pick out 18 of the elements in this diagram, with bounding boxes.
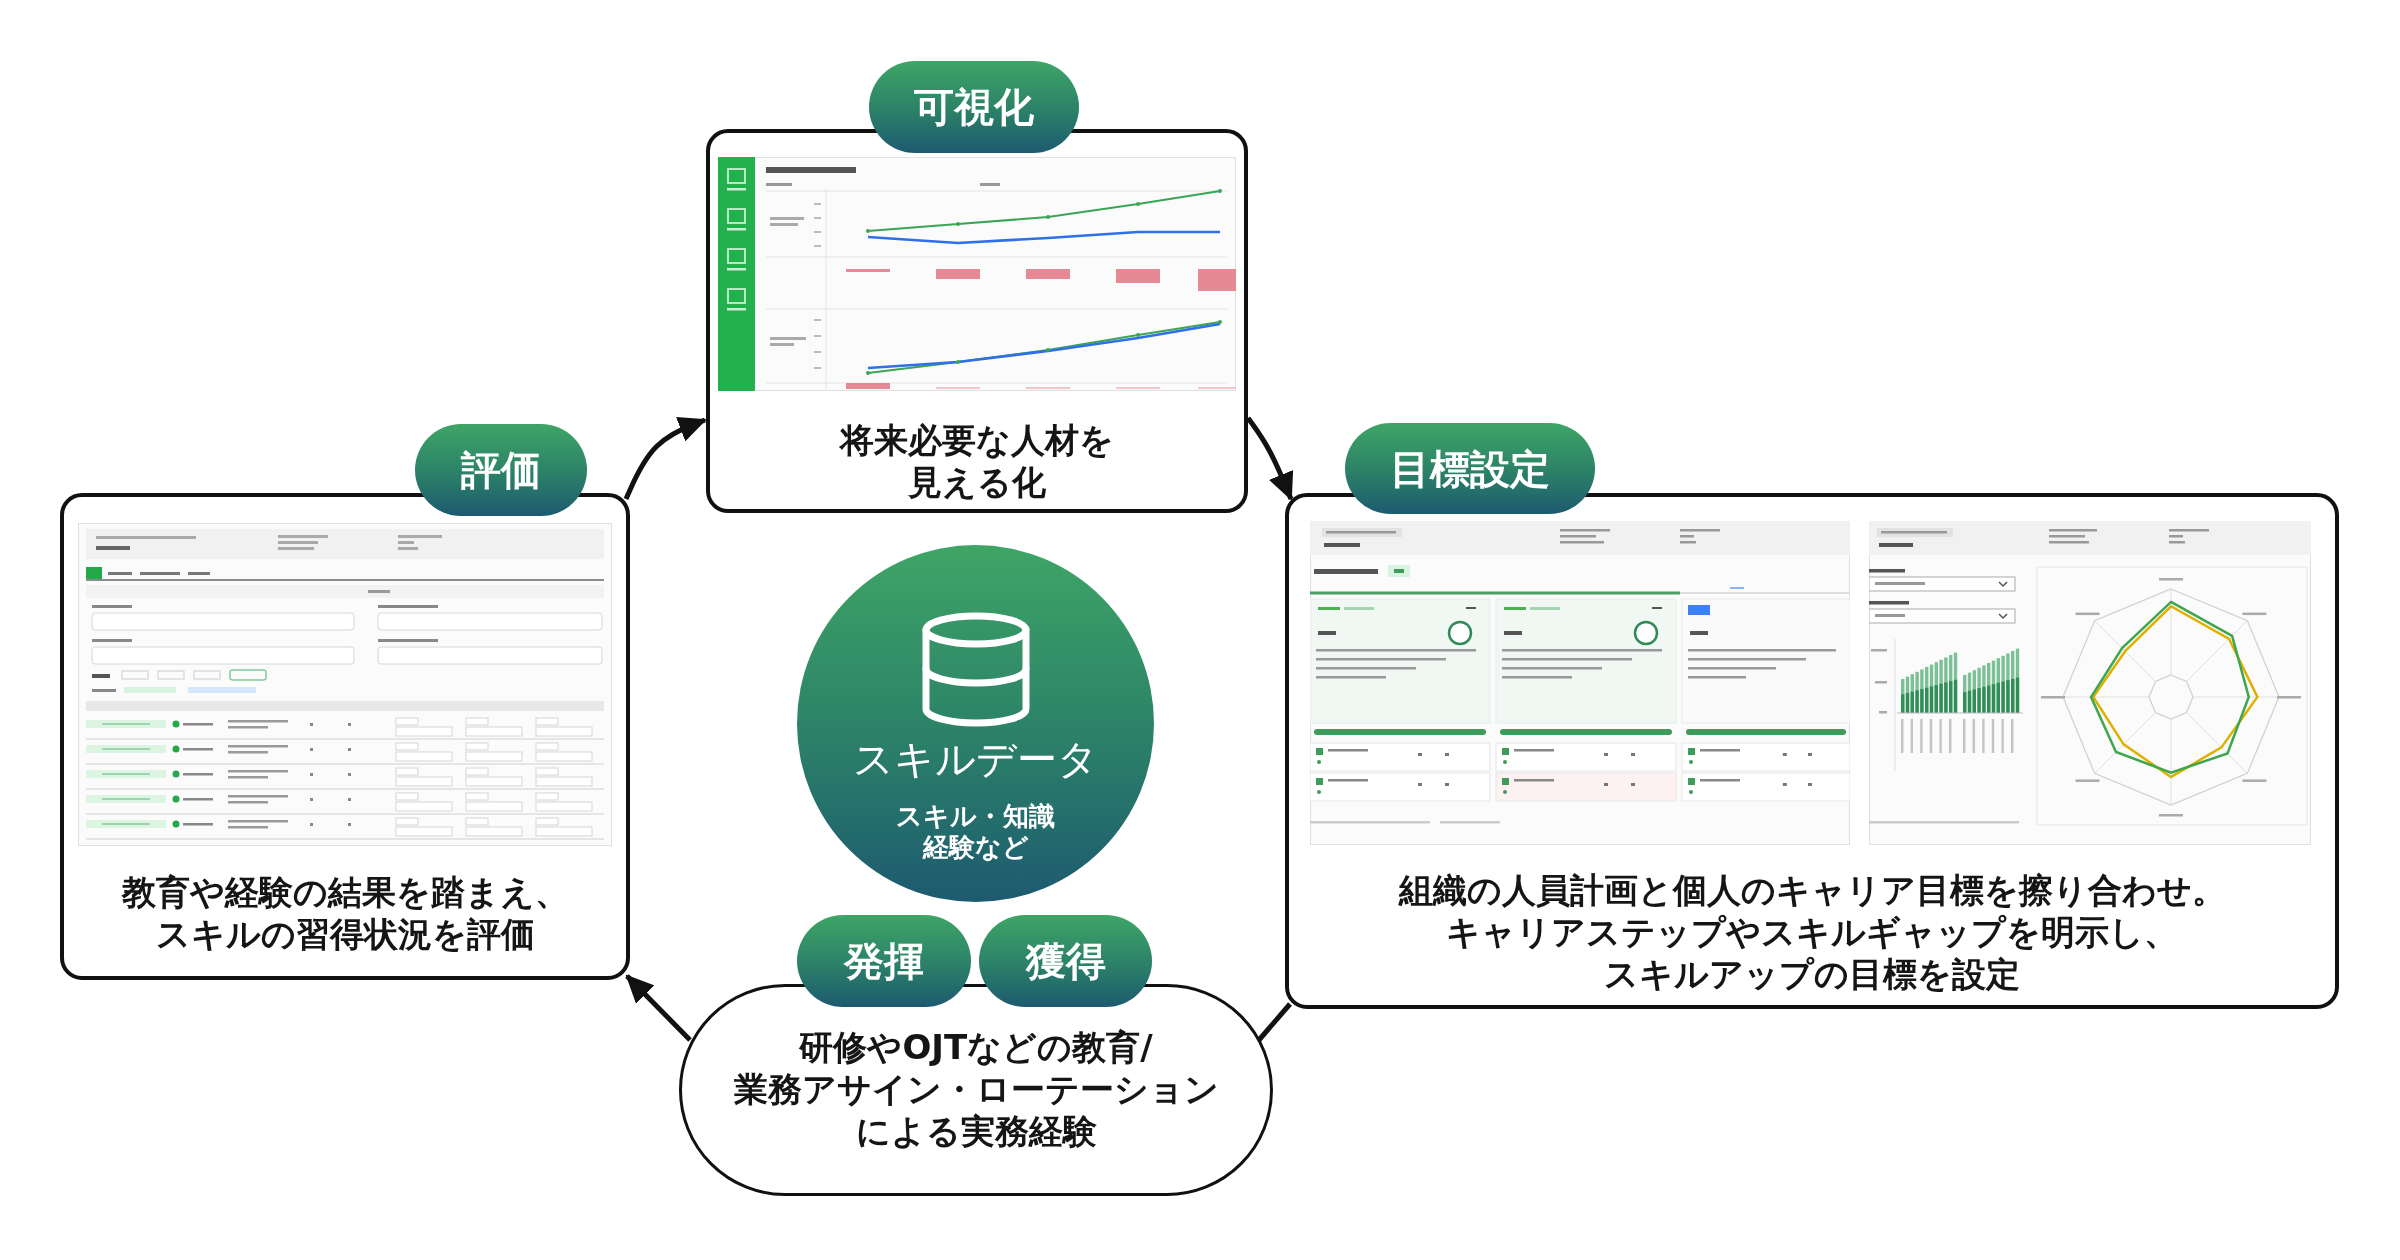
step-panel <box>1285 493 2339 1009</box>
cycle-arrow <box>625 974 692 1042</box>
description-text: 将来必要な人材を見える化 <box>840 419 1114 503</box>
cycle-arrow <box>1246 416 1294 501</box>
cycle-arrow <box>623 417 707 500</box>
description-text: 教育や経験の結果を踏まえ、スキルの習得状況を評価 <box>121 871 569 955</box>
stage-title: 獲得 <box>1025 937 1106 985</box>
stage-title: 目標設定 <box>1390 444 1550 493</box>
circle-title: スキルデータ <box>853 735 1098 784</box>
connector-line <box>1257 1002 1292 1042</box>
step-panel <box>60 493 630 980</box>
circle-subtitle: スキル・知識経験など <box>896 801 1055 863</box>
description-text: 研修やOJTなどの教育/業務アサイン・ローテーションによる実務経験 <box>733 1026 1219 1152</box>
stage-title: 評価 <box>461 446 541 494</box>
step-panel <box>706 129 1248 513</box>
stage-title: 発揮 <box>844 937 924 985</box>
stage-title: 可視化 <box>914 83 1034 131</box>
description-text: 組織の人員計画と個人のキャリア目標を擦り合わせ。キャリアステップやスキルギャップを明示し、スキルアップの目標を設定 <box>1398 869 2226 995</box>
